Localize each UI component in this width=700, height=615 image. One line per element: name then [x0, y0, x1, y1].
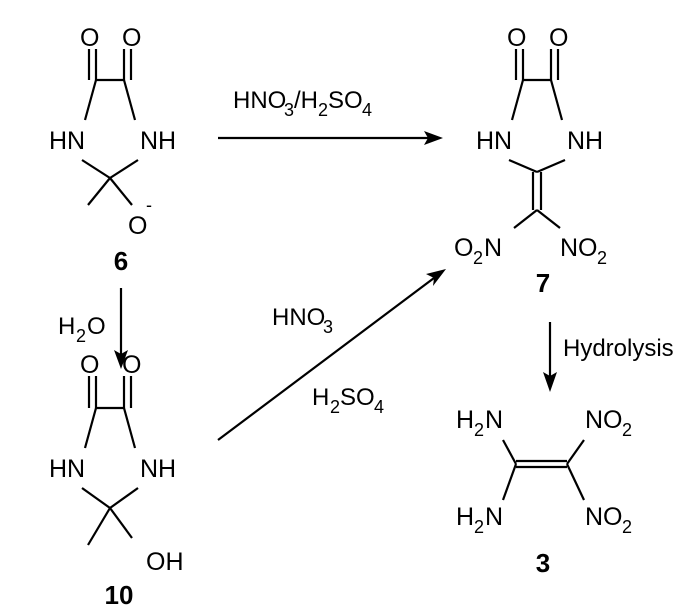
svg-text:/H: /H	[294, 87, 318, 114]
reagent-nitric-sulfuric: HNO 3 /H 2 SO 4	[233, 87, 372, 120]
ring-bond	[549, 79, 564, 121]
compound-label: 7	[536, 268, 550, 298]
oxygen-label: O	[80, 24, 99, 52]
hydroxyl-label: OH	[146, 548, 184, 576]
nh-label: NH	[567, 127, 603, 155]
svg-text:2: 2	[76, 326, 86, 346]
nh-label: HN	[49, 455, 85, 483]
svg-text:2: 2	[474, 517, 484, 537]
svg-text:2: 2	[474, 420, 484, 440]
compound-10: O O HN NH OH 10	[49, 351, 184, 610]
oxygen-label: O	[122, 351, 141, 379]
c-no2-bond	[513, 209, 538, 229]
compound-label: 6	[114, 246, 128, 276]
nh-label: NH	[140, 455, 176, 483]
amino-group-label: H 2 N	[456, 406, 503, 440]
ring-bond	[81, 487, 111, 509]
ring-bond	[83, 79, 98, 121]
svg-text:2: 2	[318, 100, 328, 120]
reagent-nitric-acid: HNO 3	[272, 304, 333, 337]
ring-bond	[510, 79, 525, 121]
svg-text:H: H	[58, 313, 75, 340]
c-n-bond	[502, 439, 517, 465]
reagent-sulfuric-acid: H 2 SO 4	[312, 384, 384, 417]
amino-group-label: H 2 N	[456, 503, 503, 537]
nitro-group-label: NO 2	[560, 234, 607, 268]
svg-text:N: N	[484, 234, 502, 262]
nh-label: HN	[476, 127, 512, 155]
svg-text:SO: SO	[328, 87, 363, 114]
svg-text:O: O	[454, 234, 473, 262]
ring-bond	[81, 159, 111, 179]
arrow-7-to-3	[543, 322, 557, 392]
svg-text:2: 2	[622, 517, 632, 537]
c-n-bond	[566, 463, 585, 501]
svg-text:H: H	[456, 406, 474, 434]
reagent-water: H 2 O	[58, 313, 106, 346]
ring-bond	[109, 159, 139, 179]
arrow-10-to-7	[217, 269, 446, 441]
svg-text:N: N	[485, 406, 503, 434]
ring-bond	[508, 158, 538, 174]
ring-bond	[122, 79, 137, 121]
oxygen-label: O	[122, 24, 141, 52]
nitro-group-label: O 2 N	[454, 234, 502, 268]
svg-text:NO: NO	[585, 503, 623, 531]
arrow-6-to-7	[218, 131, 443, 145]
oxygen-label: O	[507, 24, 526, 52]
ring-bond	[83, 407, 98, 449]
compound-7: O O HN NH O 2 N NO 2 7	[454, 24, 607, 298]
nh-label: NH	[140, 127, 176, 155]
c-oh-bond	[109, 507, 133, 539]
nh-label: HN	[49, 127, 85, 155]
methyl-bond	[87, 177, 111, 206]
c-o-bond	[109, 177, 133, 206]
svg-text:3: 3	[323, 317, 333, 337]
svg-text:4: 4	[374, 397, 384, 417]
svg-text:NO: NO	[585, 406, 623, 434]
svg-text:NO: NO	[560, 234, 598, 262]
ring-bond	[536, 158, 566, 174]
arrow-6-to-10	[114, 288, 128, 369]
nitro-group-label: NO 2	[585, 503, 632, 537]
nitro-group-label: NO 2	[585, 406, 632, 440]
oxygen-label: O	[80, 351, 99, 379]
oxide-oxygen-label: O	[128, 212, 147, 240]
svg-text:N: N	[485, 503, 503, 531]
compound-label: 10	[105, 580, 134, 610]
svg-text:2: 2	[473, 248, 483, 268]
compound-3: H 2 N H 2 N NO 2 NO 2 3	[456, 406, 632, 578]
c-n-bond	[566, 439, 585, 465]
svg-text:HNO: HNO	[272, 304, 325, 331]
c-no2-bond	[536, 209, 561, 229]
svg-text:2: 2	[597, 248, 607, 268]
oxygen-label: O	[549, 24, 568, 52]
ring-bond	[122, 407, 137, 449]
ring-bond	[109, 487, 139, 509]
svg-text:2: 2	[622, 420, 632, 440]
svg-text:H: H	[312, 384, 329, 411]
negative-charge: -	[146, 195, 152, 215]
svg-text:4: 4	[362, 100, 372, 120]
compound-label: 3	[536, 548, 550, 578]
reagent-hydrolysis: Hydrolysis	[563, 335, 674, 362]
svg-text:2: 2	[330, 397, 340, 417]
svg-text:HNO: HNO	[233, 87, 286, 114]
svg-text:O: O	[87, 313, 106, 340]
methyl-bond	[87, 507, 111, 546]
svg-text:3: 3	[284, 100, 294, 120]
svg-text:SO: SO	[340, 384, 375, 411]
c-n-bond	[501, 463, 518, 501]
compound-6: O O HN NH O - 6	[49, 24, 176, 276]
svg-text:H: H	[456, 503, 474, 531]
